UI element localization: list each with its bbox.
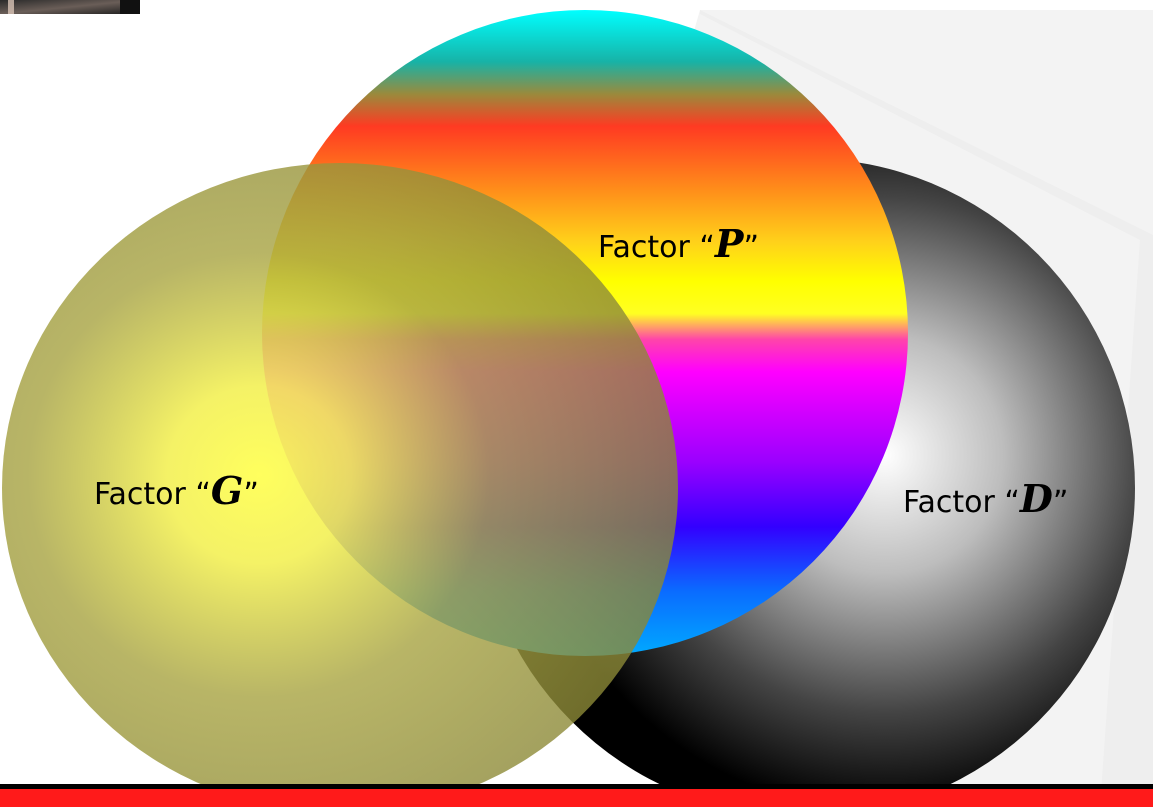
portrait-photo-thumbnail: [0, 0, 140, 14]
factor-p-label: Factor “P”: [598, 221, 760, 266]
factor-g-circle: [2, 163, 678, 807]
factor-d-label: Factor “D”: [903, 476, 1069, 521]
footer-bar: [0, 788, 1153, 807]
footer-line: [0, 784, 1153, 789]
background-shape-edge: [700, 10, 1153, 807]
factor-g-label: Factor “G”: [94, 468, 259, 513]
